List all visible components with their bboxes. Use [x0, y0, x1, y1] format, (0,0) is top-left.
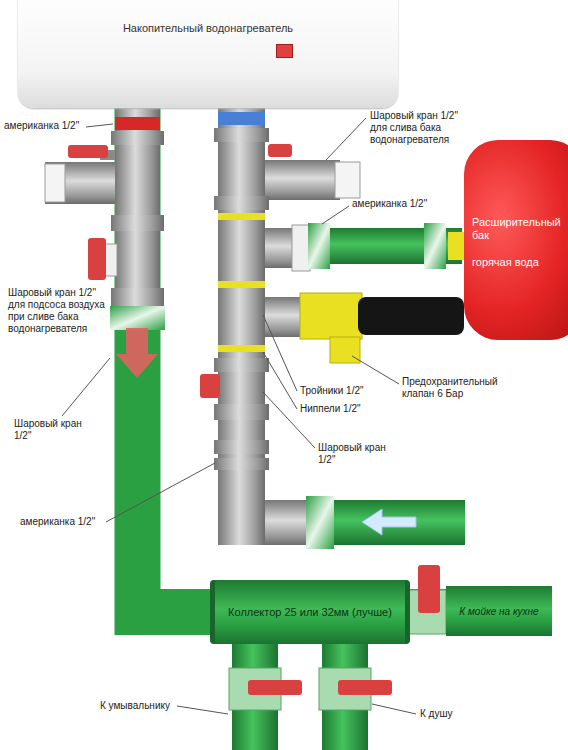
part-label: К умывальнику — [100, 700, 178, 712]
outlet-valve-handle — [248, 680, 302, 695]
valve-end-cap — [335, 162, 360, 198]
part-label: Шаровый кран 1/2" для подсоса воздуха пр… — [8, 287, 108, 335]
node-text: Расширительный бак — [472, 216, 564, 242]
cold-pipe — [218, 106, 265, 545]
pipe-adapter — [306, 496, 334, 549]
coupling — [214, 404, 269, 420]
pipe-adapter — [110, 306, 165, 330]
drain-hose — [358, 297, 464, 335]
inlet-arrow — [362, 509, 416, 535]
kitchen-valve-handle — [418, 565, 440, 613]
pipe-adapter — [308, 223, 330, 269]
union-nut — [214, 440, 269, 454]
air-valve-handle — [88, 238, 106, 280]
nipple-ring — [218, 345, 265, 352]
leader-line — [263, 352, 297, 409]
water-heater-tank: Накопительный водонагреватель — [18, 0, 398, 108]
coupling — [111, 288, 164, 308]
leader-line — [62, 358, 110, 416]
leader-line — [177, 706, 228, 714]
part-label: американка 1/2" — [20, 516, 108, 528]
hot-union-ring — [115, 117, 160, 130]
leader-line — [326, 118, 366, 160]
union — [292, 225, 310, 271]
part-label: Тройники 1/2" — [300, 385, 400, 397]
union-nut — [214, 458, 269, 470]
leader-line — [372, 704, 416, 714]
union-nut — [111, 131, 164, 145]
pipe-adapter — [424, 223, 446, 269]
shutoff-handle — [200, 374, 220, 398]
node-text: Коллектор 25 или 32мм (лучше) — [228, 606, 392, 618]
part-label: Шаровый кран 1/2" для слива бака водонаг… — [370, 110, 462, 146]
valve-end-cap — [45, 164, 65, 202]
node-text: К мойке на кухне — [459, 606, 538, 617]
coupling — [214, 358, 269, 372]
flow-arrow — [116, 328, 158, 378]
leader-line — [263, 392, 315, 448]
part-label: Шаровый кран 1/2" — [14, 418, 94, 442]
coupling — [111, 215, 164, 231]
indicator-light — [276, 44, 293, 58]
node-text: Накопительный водонагреватель — [18, 22, 398, 34]
leader-line — [106, 463, 215, 522]
ball-valve-body — [45, 162, 115, 204]
part-label: Предохранительный клапан 6 Бар — [402, 376, 522, 400]
drain-valve-handle — [268, 144, 292, 157]
drain-valve-body — [265, 160, 340, 200]
outlet-valve-handle — [338, 680, 392, 695]
cold-inlet-pipe — [330, 500, 465, 545]
kitchen-pipe: К мойке на кухне — [446, 586, 552, 636]
coupling — [214, 196, 269, 210]
tee-branch — [265, 297, 305, 337]
part-label: американка 1/2" — [4, 120, 86, 132]
part-label: К душу — [420, 708, 480, 720]
safety-valve-body — [300, 293, 362, 339]
nipple-ring — [218, 213, 265, 220]
leader-line — [86, 124, 113, 127]
expansion-tank: Расширительный бак горячая вода — [464, 140, 568, 340]
safety-valve-outlet — [330, 337, 360, 363]
part-label: американка 1/2" — [352, 198, 452, 210]
leader-line — [322, 206, 349, 224]
tee-branch — [265, 228, 295, 268]
part-label: Ниппели 1/2" — [300, 403, 400, 415]
collector-manifold: Коллектор 25 или 32мм (лучше) — [210, 580, 410, 644]
leader-line — [352, 356, 399, 384]
valve-handle — [68, 145, 108, 158]
cold-union-ring — [218, 112, 265, 125]
union-nut — [214, 128, 269, 142]
nipple-ring — [218, 281, 265, 288]
tee-branch — [265, 500, 310, 545]
tank-fitting — [448, 232, 464, 260]
node-text: горячая вода — [472, 256, 564, 269]
part-label: Шаровый кран 1/2" — [318, 442, 398, 466]
